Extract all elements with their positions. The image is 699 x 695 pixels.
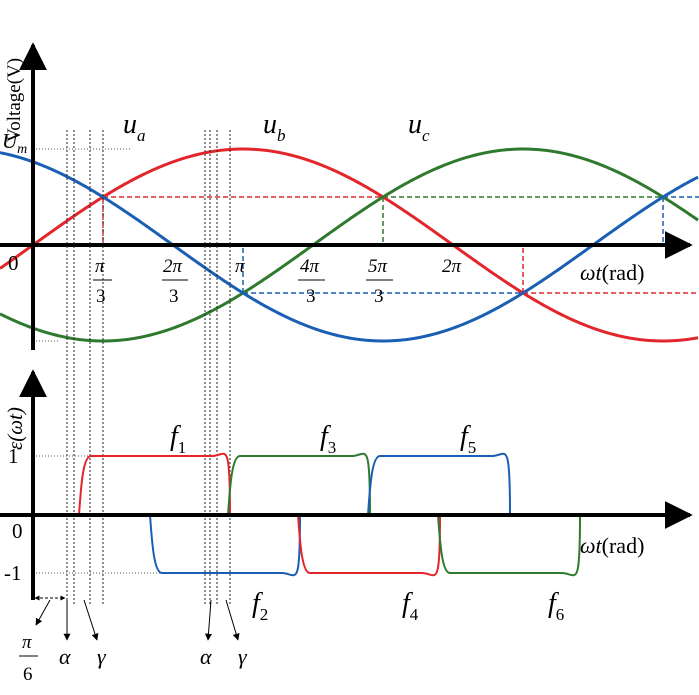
f4-label: f4 (402, 588, 419, 624)
tick-2pi-over-3: 2π 3 (162, 256, 188, 307)
gamma2-pointer (225, 599, 240, 641)
svg-text:π: π (95, 256, 105, 277)
top-y-axis-label: Voltage(V) (4, 58, 25, 142)
ua-label: ua (123, 109, 146, 145)
alpha1-label: α (59, 644, 71, 669)
svg-text:3: 3 (374, 286, 384, 307)
alpha2-label: α (200, 644, 212, 669)
level-one-label: 1 (8, 444, 19, 468)
level-minus-one-label: -1 (4, 561, 22, 585)
ub-label: ub (263, 109, 286, 145)
alpha2-pointer (204, 599, 212, 641)
tick-pi: π (235, 256, 245, 277)
f1-label: f1 (170, 421, 186, 457)
gamma1-pointer (83, 599, 99, 641)
svg-text:2π: 2π (163, 256, 183, 277)
gamma2-label: γ (238, 644, 248, 669)
pulse-f6 (437, 514, 581, 577)
tick-pi-over-3: π 3 (93, 256, 112, 307)
bottom-y-axis-label: ε(ωt) (3, 407, 27, 450)
pulse-f4 (297, 514, 441, 577)
f2-label: f2 (252, 588, 268, 624)
f5-label: f5 (460, 421, 476, 457)
tick-4pi-over-3: 4π 3 (298, 256, 325, 307)
svg-text:5π: 5π (368, 256, 388, 277)
svg-text:π: π (22, 632, 32, 653)
svg-text:6: 6 (23, 664, 33, 685)
svg-text:3: 3 (96, 286, 106, 307)
uc-label: uc (408, 109, 430, 145)
pulse-f3 (227, 452, 371, 516)
phase-b-curve (0, 147, 699, 343)
pulse-f5 (367, 452, 511, 516)
phase-a-curve (0, 147, 699, 343)
tick-5pi-over-3: 5π 3 (366, 256, 393, 307)
svg-text:3: 3 (169, 286, 179, 307)
level-zero-label: 0 (12, 519, 23, 543)
tick-2pi: 2π (442, 256, 462, 277)
f3-label: f3 (320, 421, 336, 457)
commutation-guide-lines (66, 130, 231, 605)
pulse-f1 (78, 452, 231, 516)
f6-label: f6 (548, 588, 564, 624)
bottom-guide-lines (33, 455, 160, 574)
origin-label: 0 (8, 251, 19, 275)
bottom-x-axis-label: ωt(rad) (580, 533, 644, 558)
pi6-pointer (35, 599, 51, 626)
svg-text:3: 3 (306, 286, 316, 307)
pi-over-6-label: π 6 (19, 632, 38, 685)
um-label: Um (2, 129, 27, 157)
top-guide-lines (33, 148, 699, 342)
pulse-f2 (149, 514, 301, 577)
top-plot: Voltage(V) Um 0 ua ub uc π 3 2π 3 π 4π 3… (0, 42, 699, 350)
pulse-waveforms (78, 452, 581, 577)
svg-text:4π: 4π (300, 256, 320, 277)
angle-annotations: π 6 α γ α γ (19, 595, 248, 685)
phase-c-curve (0, 151, 699, 343)
gamma1-label: γ (97, 644, 107, 669)
top-x-axis-label: ωt(rad) (580, 260, 644, 285)
bottom-plot: ε(ωt) 1 0 -1 ωt(rad) f1 f3 f5 f2 f4 f6 (0, 369, 693, 624)
